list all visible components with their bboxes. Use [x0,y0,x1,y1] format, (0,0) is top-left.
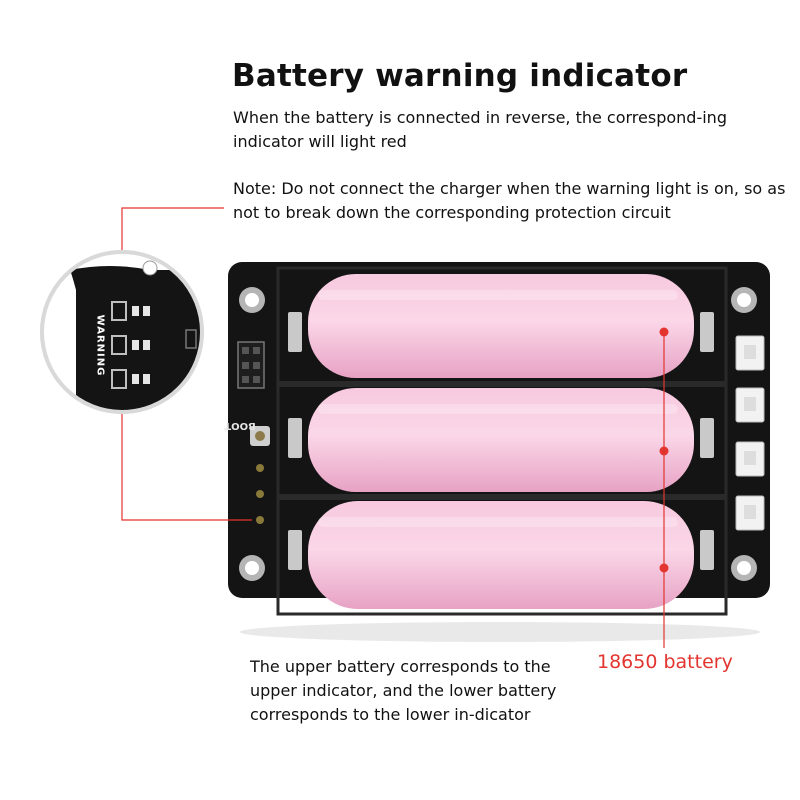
battery-terminals [288,312,714,570]
connector-4 [735,495,765,531]
callout-dot-lower-cell [659,563,669,573]
charger-warning-note: Note: Do not connect the charger when th… [233,179,786,222]
mounting-hole-bottom-right [731,555,757,581]
warning-indicators [256,464,264,524]
battery-cell-lower [308,501,694,609]
indicator-led-upper [256,464,264,472]
mounting-hole-bottom-left [239,555,265,581]
indicator-led-lower [256,516,264,524]
connector-3 [735,441,765,477]
warning-led-zoom [40,250,204,414]
mounting-hole-top-left [239,287,265,313]
indicator-led-middle [256,490,264,498]
board-warning-label: WARNING [94,314,106,377]
mounting-hole-top-right [731,287,757,313]
battery-cell-upper [308,274,694,378]
connector-2 [735,387,765,423]
board-boot-label: BOOT [224,420,256,431]
boot-button [250,426,270,446]
board-shadow [240,622,760,642]
callout-dot-middle-cell [659,446,669,456]
indicator-correspondence-description: The upper battery corresponds to the upp… [250,657,557,724]
battery-type-label: 18650 battery [597,651,733,673]
battery-cell-middle [308,388,694,492]
reverse-connection-description: When the battery is connected in reverse… [233,108,727,151]
callout-dot-upper-cell [659,327,669,337]
pin-header [237,341,265,389]
page-title: Battery warning indicator [232,58,688,94]
battery-holder-frame [276,266,728,616]
callout-line-bottom [121,368,252,521]
connector-1 [735,335,765,371]
